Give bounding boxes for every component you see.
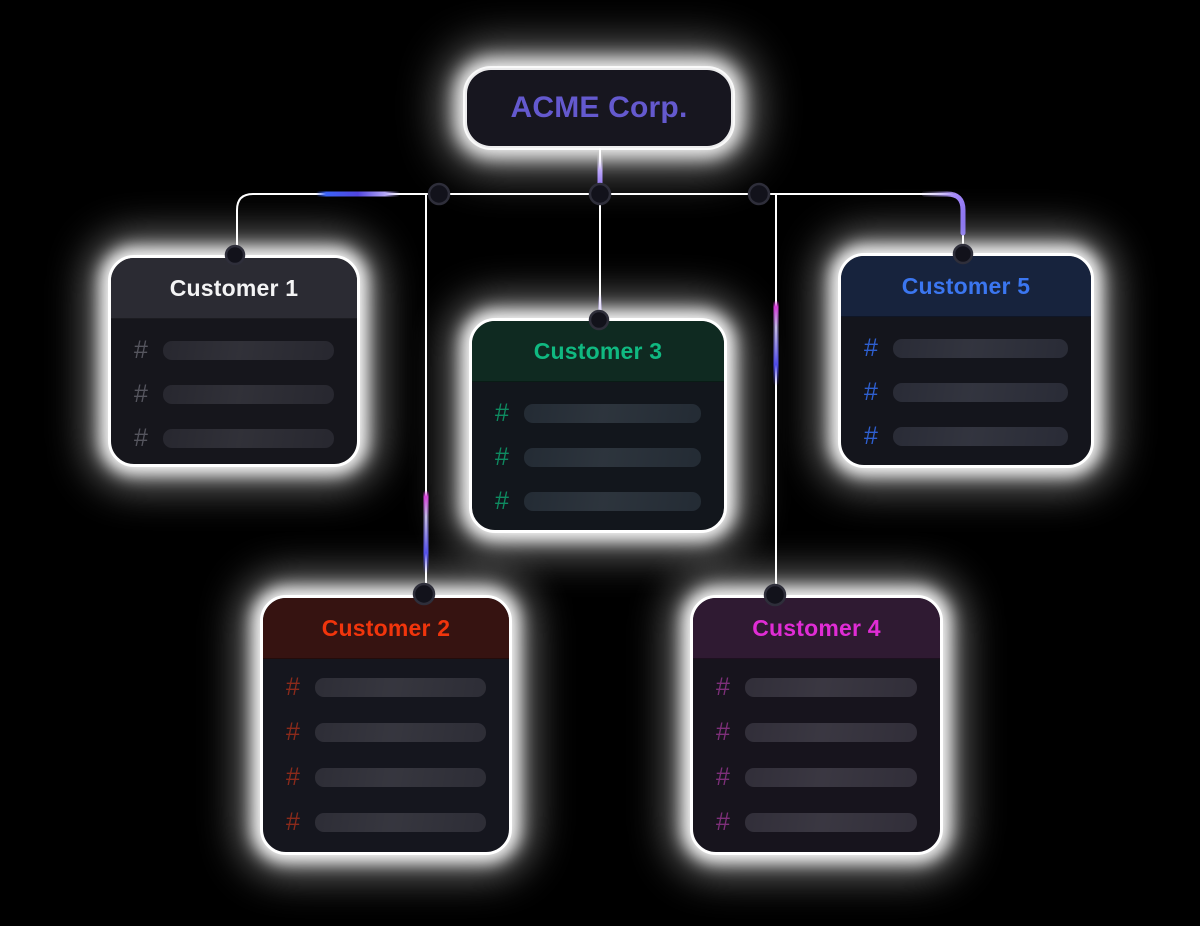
record-row: # [492, 399, 701, 427]
redacted-value-bar [315, 723, 486, 742]
customer-card-header: Customer 5 [841, 256, 1091, 317]
redacted-value-bar [315, 813, 486, 832]
record-row: # [861, 378, 1068, 406]
redacted-value-bar [745, 768, 917, 787]
node-customer-2[interactable]: Customer 2 # # # # [260, 595, 512, 855]
record-row: # [713, 673, 917, 701]
hash-icon: # [134, 424, 148, 452]
record-row: # [713, 763, 917, 791]
root-node-label: ACME Corp. [510, 91, 688, 124]
redacted-value-bar [315, 678, 486, 697]
record-row: # [283, 808, 486, 836]
redacted-value-bar [163, 341, 334, 360]
redacted-value-bar [315, 768, 486, 787]
redacted-value-bar [893, 427, 1068, 446]
hash-icon: # [286, 808, 300, 836]
record-row: # [283, 673, 486, 701]
customer-card-body: # # # [841, 317, 1091, 465]
redacted-value-bar [524, 492, 701, 511]
redacted-value-bar [163, 385, 334, 404]
record-row: # [861, 422, 1068, 450]
record-row: # [131, 336, 334, 364]
record-row: # [492, 487, 701, 515]
record-row: # [713, 718, 917, 746]
node-customer-3[interactable]: Customer 3 # # # [469, 318, 727, 533]
record-row: # [131, 424, 334, 452]
customer-card-header: Customer 1 [111, 258, 357, 319]
customer-card-body: # # # [472, 382, 724, 530]
redacted-value-bar [524, 404, 701, 423]
redacted-value-bar [745, 678, 917, 697]
hash-icon: # [286, 763, 300, 791]
junction-dot [747, 182, 771, 206]
customer-card-body: # # # # [263, 659, 509, 852]
redacted-value-bar [893, 339, 1068, 358]
redacted-value-bar [893, 383, 1068, 402]
hash-icon: # [134, 380, 148, 408]
record-row: # [713, 808, 917, 836]
customer-card-body: # # # # [693, 659, 940, 852]
record-row: # [283, 718, 486, 746]
beam-customer5 [921, 191, 966, 236]
redacted-value-bar [745, 723, 917, 742]
customer-card-body: # # # [111, 319, 357, 464]
hash-icon: # [864, 334, 878, 362]
node-customer-1[interactable]: Customer 1 # # # [108, 255, 360, 467]
record-row: # [861, 334, 1068, 362]
hash-icon: # [716, 808, 730, 836]
customer-card-header: Customer 2 [263, 598, 509, 659]
record-row: # [131, 380, 334, 408]
hash-icon: # [864, 422, 878, 450]
hash-icon: # [286, 718, 300, 746]
hash-icon: # [495, 443, 509, 471]
redacted-value-bar [524, 448, 701, 467]
junction-dot [427, 182, 451, 206]
hash-icon: # [495, 487, 509, 515]
customer-card-title: Customer 5 [901, 272, 1031, 299]
node-customer-4[interactable]: Customer 4 # # # # [690, 595, 943, 855]
redacted-value-bar [745, 813, 917, 832]
edge-bus-customer1-customer5 [236, 193, 964, 255]
node-acme-corp[interactable]: ACME Corp. [465, 68, 733, 148]
customer-card-title: Customer 2 [321, 614, 451, 641]
customer-card-title: Customer 1 [169, 274, 299, 301]
customer-card-header: Customer 4 [693, 598, 940, 659]
customer-card-title: Customer 3 [533, 337, 663, 364]
hash-icon: # [716, 718, 730, 746]
record-row: # [283, 763, 486, 791]
hash-icon: # [134, 336, 148, 364]
junction-dot [588, 182, 612, 206]
hash-icon: # [495, 399, 509, 427]
hash-icon: # [286, 673, 300, 701]
hash-icon: # [864, 378, 878, 406]
node-customer-5[interactable]: Customer 5 # # # [838, 253, 1094, 468]
hash-icon: # [716, 763, 730, 791]
redacted-value-bar [163, 429, 334, 448]
customer-card-title: Customer 4 [752, 614, 881, 641]
customer-card-header: Customer 3 [472, 321, 724, 382]
hash-icon: # [716, 673, 730, 701]
record-row: # [492, 443, 701, 471]
